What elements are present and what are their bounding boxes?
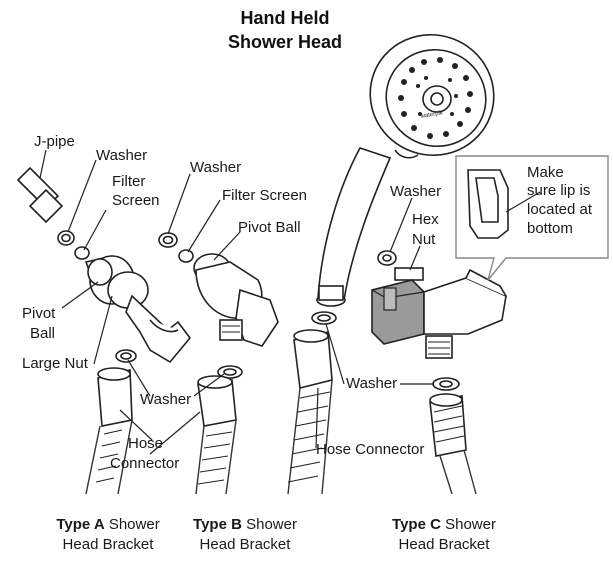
callout-text-4: bottom <box>527 220 573 237</box>
callout-text-3: located at <box>527 201 593 218</box>
brand-logo: waterpik <box>419 110 444 120</box>
caption-b-type: Type B <box>193 516 242 533</box>
label-washer-c-bottom: Washer <box>346 375 397 392</box>
caption-a-rest: Shower <box>105 516 160 533</box>
label-washer-b-top: Washer <box>190 159 241 176</box>
label-hose-connector-a-2: Connector <box>110 455 179 472</box>
lip-callout-box: Make sure lip is located at bottom <box>455 155 609 281</box>
caption-type-a: Type A Shower Head Bracket <box>56 516 159 553</box>
caption-c-line2: Head Bracket <box>399 536 491 553</box>
label-hex-nut-1: Hex <box>412 211 439 228</box>
svg-text:Type C Shower: Type C Shower <box>392 516 496 533</box>
label-washer-a-bottom: Washer <box>140 391 191 408</box>
label-large-nut: Large Nut <box>22 355 89 372</box>
callout-text-2: sure lip is <box>527 182 590 199</box>
caption-c-type: Type C <box>392 516 441 533</box>
label-hose-connector-a-1: Hose <box>128 435 163 452</box>
type-a-assembly <box>16 166 192 495</box>
caption-type-b: Type B Shower Head Bracket <box>193 516 297 553</box>
hose-connector-center <box>287 311 337 495</box>
label-filter-a-2: Screen <box>112 192 160 209</box>
leader-lines <box>39 149 434 455</box>
label-washer-a-top: Washer <box>96 147 147 164</box>
label-washer-c-top: Washer <box>390 183 441 200</box>
svg-text:Type B Shower: Type B Shower <box>193 516 297 533</box>
title-line-1: Hand Held <box>240 8 329 28</box>
label-pivot-ball-a-1: Pivot <box>22 305 56 322</box>
label-hex-nut-2: Nut <box>412 231 436 248</box>
svg-text:Type A Shower: Type A Shower <box>56 516 159 533</box>
label-hose-connector-c: Hose Connector <box>316 441 424 458</box>
caption-type-c: Type C Shower Head Bracket <box>392 516 496 553</box>
label-filter-a-1: Filter <box>112 173 145 190</box>
type-b-assembly <box>158 232 279 495</box>
type-c-assembly <box>371 250 507 495</box>
label-filter-screen-b: Filter Screen <box>222 187 307 204</box>
caption-b-rest: Shower <box>242 516 297 533</box>
caption-a-type: Type A <box>56 516 105 533</box>
caption-a-line2: Head Bracket <box>63 536 155 553</box>
callout-text-1: Make <box>527 164 564 181</box>
label-j-pipe: J-pipe <box>34 133 75 150</box>
caption-b-line2: Head Bracket <box>200 536 292 553</box>
label-pivot-ball-b: Pivot Ball <box>238 219 301 236</box>
title-line-2: Shower Head <box>228 32 342 52</box>
hand-held-shower-head: waterpik <box>316 33 495 307</box>
label-pivot-ball-a-2: Ball <box>30 325 55 342</box>
caption-c-rest: Shower <box>441 516 496 533</box>
